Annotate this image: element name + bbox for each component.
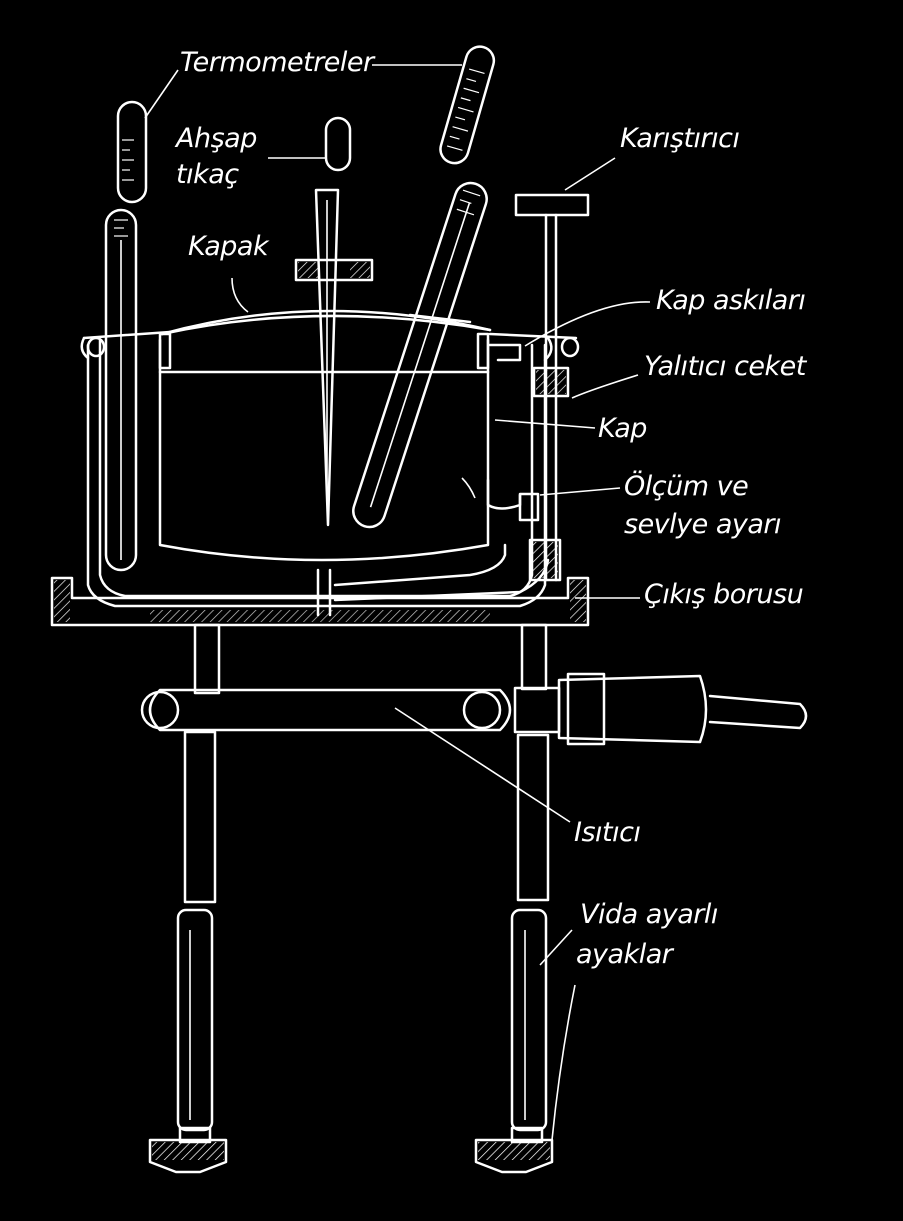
label-vessel: Kap: [598, 413, 647, 444]
label-measurement-1: Ölçüm ve: [624, 471, 749, 502]
outlet-pipe-shape: [316, 543, 550, 617]
label-legs-2: ayaklar: [576, 939, 673, 970]
label-lid: Kapak: [188, 231, 269, 262]
label-vessel-hangers: Kap askıları: [656, 285, 806, 316]
lid-shape: [160, 309, 492, 336]
label-measurement-2: sevlye ayarı: [624, 509, 782, 540]
vessel-hanger-shape: [488, 343, 522, 362]
wooden-plug-shape: [294, 116, 374, 527]
label-outlet-pipe: Çıkış borusu: [644, 579, 804, 610]
stirrer-shape: [514, 193, 590, 582]
leader-lines: [144, 64, 651, 1141]
right-thermometer: [352, 45, 496, 529]
label-thermometers: Termometreler: [180, 47, 374, 78]
label-stirrer: Karıştırıcı: [620, 123, 740, 154]
label-wooden-plug-1: Ahşap: [176, 123, 257, 154]
vessel-shape: [158, 332, 540, 562]
label-heater: Isıtıcı: [574, 817, 641, 848]
heater-shape: [140, 672, 808, 746]
label-wooden-plug-2: tıkaç: [176, 159, 239, 190]
label-legs-1: Vida ayarlı: [580, 899, 718, 930]
legs-shape: [148, 623, 554, 1174]
label-insulating-jacket: Yalıtıcı ceket: [644, 351, 806, 382]
left-thermometer: [104, 100, 148, 572]
base-plate: [50, 576, 590, 627]
